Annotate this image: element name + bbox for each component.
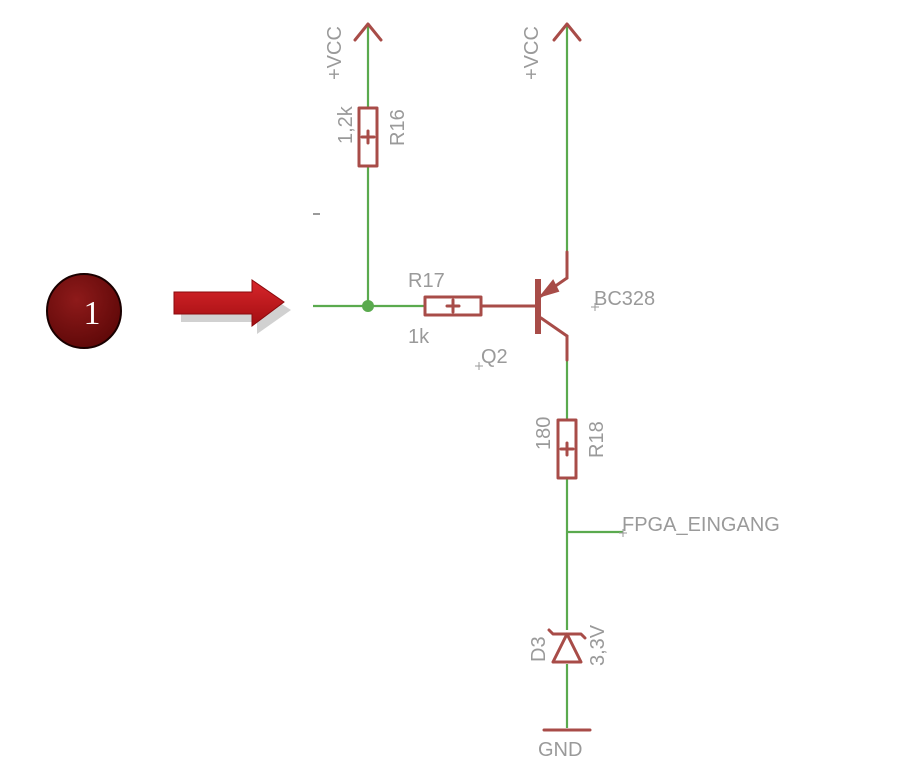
r16-name: R16 [387, 109, 409, 146]
wires [313, 26, 623, 728]
q2-part-label: BC328 [594, 288, 655, 310]
r17-name: R17 [408, 270, 445, 292]
fpga-net-label: FPGA_EINGANG [622, 514, 780, 536]
gnd-label: GND [538, 739, 582, 761]
step-marker-number: 1 [84, 295, 101, 332]
zener-diode-d3: D3 3,3V [528, 624, 609, 666]
vcc-symbol-right: +VCC [521, 22, 582, 80]
transistor-q2: BC328 Q2 [475, 250, 655, 370]
ground-symbol: GND [538, 728, 592, 761]
r17-value: 1k [408, 326, 430, 348]
step-marker: 1 [46, 273, 122, 349]
vcc-left-label: +VCC [324, 26, 346, 80]
d3-value: 3,3V [587, 624, 609, 666]
resistor-r16: 1,2k R16 [335, 105, 409, 168]
r16-value: 1,2k [335, 105, 357, 144]
vcc-symbol-left: +VCC [324, 22, 383, 80]
vcc-right-label: +VCC [521, 26, 543, 80]
d3-name: D3 [528, 636, 550, 662]
r18-value: 180 [533, 417, 555, 450]
r18-name: R18 [586, 421, 608, 458]
pointer-arrow-icon [173, 279, 291, 334]
net-fpga-eingang: FPGA_EINGANG [619, 514, 780, 537]
resistor-r17: R17 1k [408, 270, 538, 348]
junction-dot [362, 300, 374, 312]
q2-name-label: Q2 [481, 346, 508, 368]
resistor-r18: 180 R18 [533, 417, 608, 480]
